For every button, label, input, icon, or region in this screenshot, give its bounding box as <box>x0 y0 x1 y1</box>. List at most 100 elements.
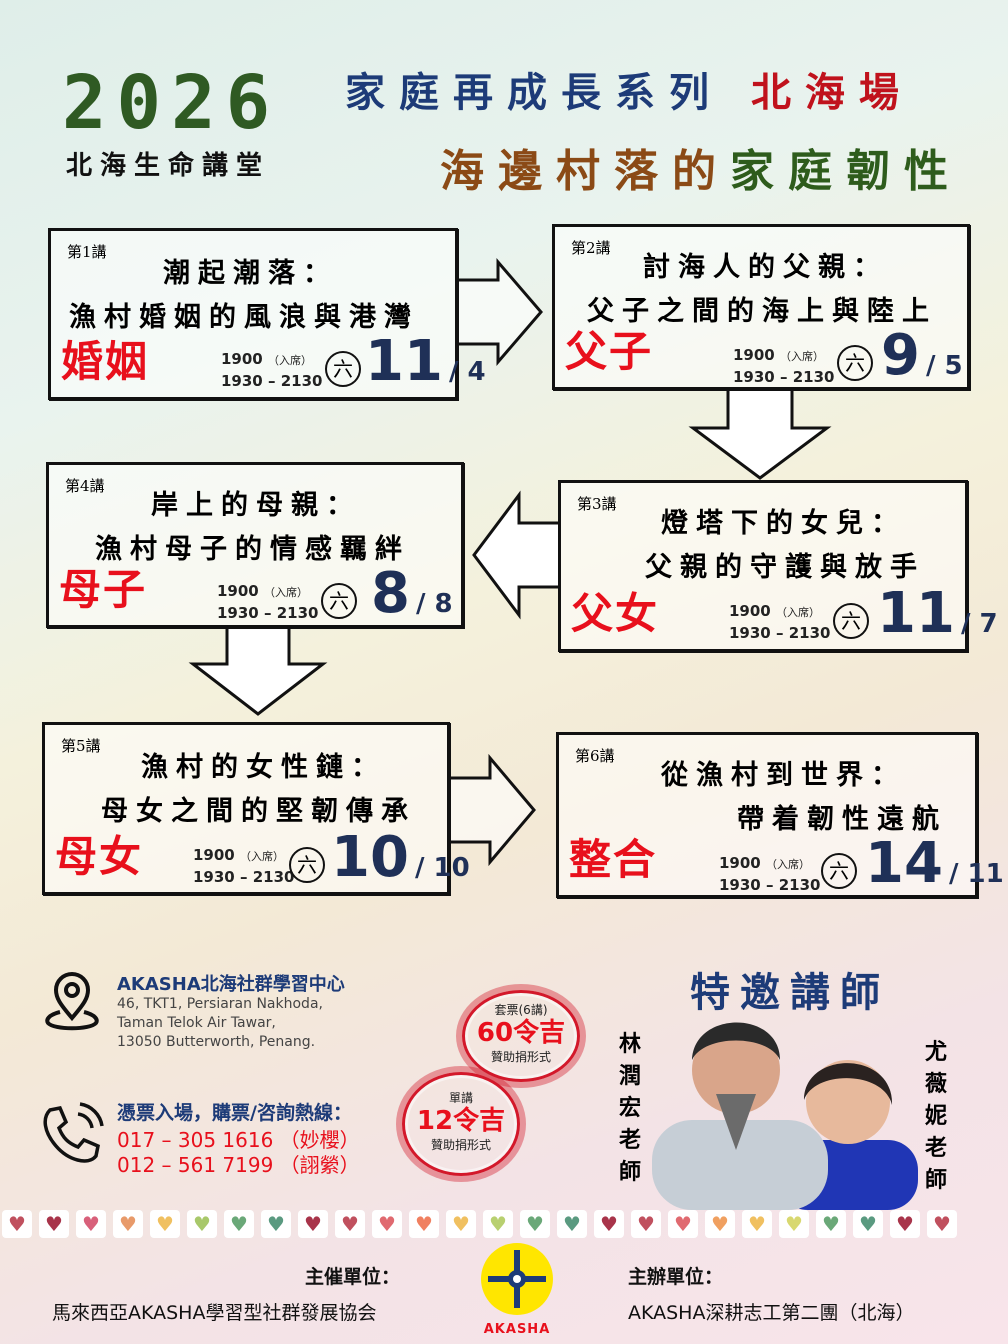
arrow-down-2 <box>688 388 832 480</box>
lecture-subtitle: 帶着韌性遠航 <box>737 804 947 835</box>
lecture-title: 燈塔下的女兒： <box>661 508 906 539</box>
lecture-subtitle: 父子之間的海上與陸上 <box>587 296 937 327</box>
lecture-number: 第3講 <box>577 495 617 513</box>
lecture-card-4: 第4講 岸上的母親： 漁村母子的情感羈絆 母子 1900 （入席）1930 – … <box>46 462 464 628</box>
lecture-subtitle: 漁村母子的情感羈絆 <box>95 534 410 565</box>
lecture-tag: 整合 <box>569 835 658 884</box>
heart-icon: ♥ <box>224 1210 254 1238</box>
heart-icon: ♥ <box>409 1210 439 1238</box>
heart-icon: ♥ <box>261 1210 291 1238</box>
speaker-2-name: 尤薇妮老師 <box>924 1039 947 1193</box>
heart-icon: ♥ <box>113 1210 143 1238</box>
ticket-label: 套票(6講) <box>494 1003 548 1017</box>
ticket-label: 單講 <box>448 1091 473 1105</box>
organizer-label: 主催單位： <box>305 1266 401 1288</box>
lecture-time: 1900 （入席） 1930 – 2130 <box>719 853 820 895</box>
lecture-subtitle: 漁村婚姻的風浪與港灣 <box>69 302 419 333</box>
lecture-time: 1900 （入席）1930 – 2130 <box>221 349 322 391</box>
heart-icon: ♥ <box>927 1210 957 1238</box>
date-month: / 5 <box>925 351 963 381</box>
session-time: 1930 – 2130 <box>193 868 295 886</box>
speakers-photo <box>652 1022 918 1210</box>
weekday-badge: 六 <box>289 847 325 883</box>
lecture-card-5: 第5講 漁村的女性鏈： 母女之間的堅韌傳承 母女 1900 （入席）1930 –… <box>42 722 470 895</box>
arrive-note: （入席） <box>765 858 810 871</box>
arrive-time: 1900 <box>221 350 263 368</box>
lecture-subtitle: 母女之間的堅韌傳承 <box>101 796 416 827</box>
theme-title: 海邊村落的家庭韌性 <box>440 135 962 199</box>
arrive-note: （入席） <box>779 350 824 363</box>
ticket-price: 12令吉 <box>416 1106 506 1136</box>
contact-title: 憑票入場，購票/咨詢熱線： <box>117 1102 352 1124</box>
lecture-date: 10/ 10 <box>331 825 470 890</box>
lecture-date: 8/ 8 <box>371 561 453 626</box>
ticket-note: 贊助捐形式 <box>430 1138 491 1152</box>
heart-icon: ♥ <box>816 1210 846 1238</box>
lecture-number: 第6講 <box>575 747 615 765</box>
heart-icon: ♥ <box>668 1210 698 1238</box>
lecture-time: 1900 （入席）1930 – 2130 <box>729 601 830 643</box>
heart-icon: ♥ <box>372 1210 402 1238</box>
lecture-title: 從漁村到世界： <box>661 760 906 791</box>
location-pin-icon <box>45 972 99 1031</box>
host-name: AKASHA深耕志工第二團（北海） <box>628 1302 915 1324</box>
lecture-date: 11/ 7 <box>877 581 998 646</box>
date-day: 10 <box>331 825 409 890</box>
logo-text: AKASHA <box>483 1322 551 1337</box>
akasha-logo: AKASHA <box>476 1240 558 1337</box>
heart-icon: ♥ <box>335 1210 365 1238</box>
date-day: 11 <box>365 329 443 394</box>
phone-number-2[interactable]: 012 – 561 7199 （詡縈） <box>117 1153 360 1177</box>
phone-number-1[interactable]: 017 – 305 1616 （妙櫻） <box>117 1128 360 1152</box>
session-time: 1930 – 2130 <box>719 876 821 894</box>
speaker-1-name: 林潤宏老師 <box>618 1031 641 1185</box>
organizer-name: 馬來西亞AKASHA學習型社群發展協会 <box>52 1302 377 1324</box>
lecture-time: 1900 （入席）1930 – 2130 <box>733 345 834 387</box>
address-line: Taman Telok Air Tawar, <box>117 1015 276 1031</box>
date-month: / 7 <box>960 609 998 639</box>
series-venue: 北海場 <box>750 69 913 116</box>
heart-icon: ♥ <box>631 1210 661 1238</box>
arrive-note: （入席） <box>775 606 820 619</box>
date-day: 9 <box>881 323 920 388</box>
weekday-badge: 六 <box>833 603 869 639</box>
weekday-badge: 六 <box>325 351 361 387</box>
ticket-price: 60令吉 <box>476 1018 566 1048</box>
heart-icon: ♥ <box>39 1210 69 1238</box>
address-line: 13050 Butterworth, Penang. <box>117 1034 316 1050</box>
heart-icon: ♥ <box>187 1210 217 1238</box>
heart-icon: ♥ <box>520 1210 550 1238</box>
lecture-subtitle: 父親的守護與放手 <box>645 552 925 583</box>
date-day: 11 <box>877 581 955 646</box>
speakers-heading: 特邀講師 <box>690 969 890 1016</box>
weekday-badge: 六 <box>321 583 357 619</box>
arrive-time: 1900 <box>193 846 235 864</box>
lecture-title: 潮起潮落： <box>163 258 338 289</box>
arrow-right-5 <box>448 753 536 867</box>
date-month: / 10 <box>414 853 470 883</box>
lecture-date: 9/ 5 <box>881 323 963 388</box>
date-day: 14 <box>865 831 943 896</box>
arrive-time: 1900 <box>719 854 761 872</box>
session-time: 1930 – 2130 <box>221 372 323 390</box>
host-label: 主辦單位： <box>628 1266 724 1288</box>
lecture-number: 第4講 <box>65 477 105 495</box>
arrive-time: 1900 <box>217 582 259 600</box>
lecture-number: 第1講 <box>67 243 107 261</box>
hall-name: 北海生命講堂 <box>66 151 271 181</box>
arrow-right-1 <box>456 257 543 367</box>
theme-part-a: 海邊村落的 <box>440 146 730 197</box>
lecture-time: 1900 （入席）1930 – 2130 <box>217 581 318 623</box>
venue-name: AKASHA北海社群學習中心 <box>117 974 345 995</box>
theme-part-b: 家庭韌性 <box>730 146 962 197</box>
hearts-border: ♥♥♥♥♥♥♥♥♥♥♥♥♥♥♥♥♥♥♥♥♥♥♥♥♥♥ <box>0 1210 1008 1240</box>
series-title: 家庭再成長系列 北海場 <box>345 60 913 118</box>
lecture-tag: 母女 <box>55 832 144 881</box>
heart-icon: ♥ <box>483 1210 513 1238</box>
series-name: 家庭再成長系列 <box>345 69 723 116</box>
heart-icon: ♥ <box>150 1210 180 1238</box>
lecture-tag: 婚姻 <box>61 337 150 386</box>
phone-icon <box>43 1102 104 1163</box>
venue-address: 46, TKT1, Persiaran Nakhoda,Taman Telok … <box>117 995 323 1052</box>
